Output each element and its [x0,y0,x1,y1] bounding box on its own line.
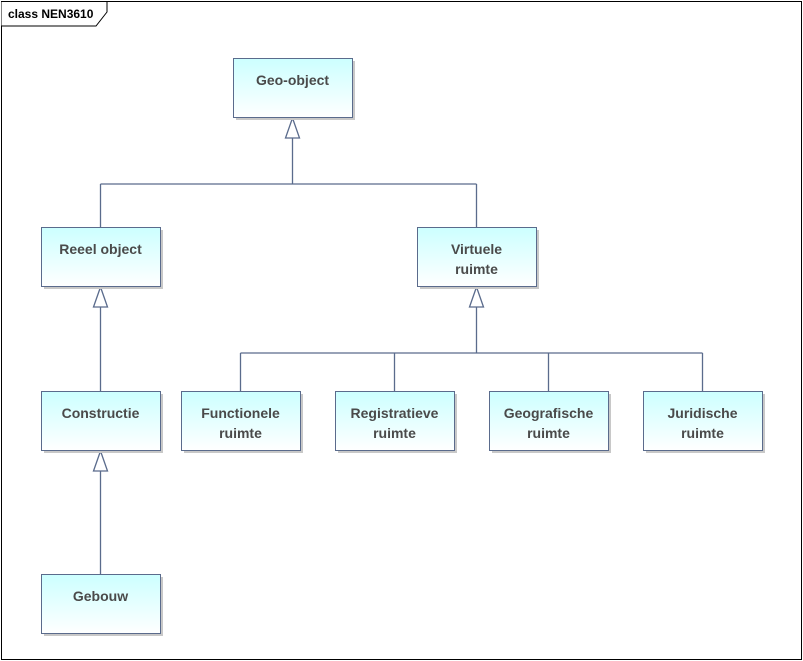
frame-title-tab [1,1,108,27]
class-box[interactable] [41,391,161,451]
class-geo-object[interactable]: Geo-object [233,58,356,121]
class-geografische-ruimte[interactable]: Geografische ruimte [489,391,612,454]
class-label: Juridische [667,405,737,421]
class-box[interactable] [417,227,537,287]
class-constructie[interactable]: Constructie [41,391,164,454]
class-label: Virtuele [451,241,502,257]
class-box[interactable] [181,391,301,451]
class-label: Functionele [201,405,280,421]
class-virtuele-ruimte[interactable]: Virtuele ruimte [417,227,540,290]
class-juridische-ruimte[interactable]: Juridische ruimte [643,391,766,454]
class-label: Constructie [62,405,140,421]
generalization-connectors [92,116,704,574]
class-label: ruimte [527,425,570,441]
class-functionele-ruimte[interactable]: Functionele ruimte [181,391,304,454]
class-label: ruimte [219,425,262,441]
class-label: Geo-object [256,72,329,88]
class-label: Registratieve [351,405,439,421]
class-gebouw[interactable]: Gebouw [41,574,164,637]
generalization-arrowhead [284,116,301,139]
class-box[interactable] [643,391,763,451]
class-box[interactable] [41,574,161,634]
class-box[interactable] [41,227,161,287]
class-box[interactable] [335,391,455,451]
class-box[interactable] [233,58,353,118]
class-reeel-object[interactable]: Reeel object [41,227,164,290]
class-box[interactable] [489,391,609,451]
frame-title: class NEN3610 [8,7,94,21]
generalization-arrowhead [92,449,109,472]
class-registratieve-ruimte[interactable]: Registratieve ruimte [335,391,458,454]
generalization-arrowhead [92,285,109,308]
class-label: Gebouw [73,588,128,604]
class-label: Reeel object [59,241,142,257]
class-label: ruimte [455,261,498,277]
class-label: Geografische [504,405,594,421]
class-label: ruimte [373,425,416,441]
class-label: ruimte [681,425,724,441]
generalization-arrowhead [468,285,485,308]
